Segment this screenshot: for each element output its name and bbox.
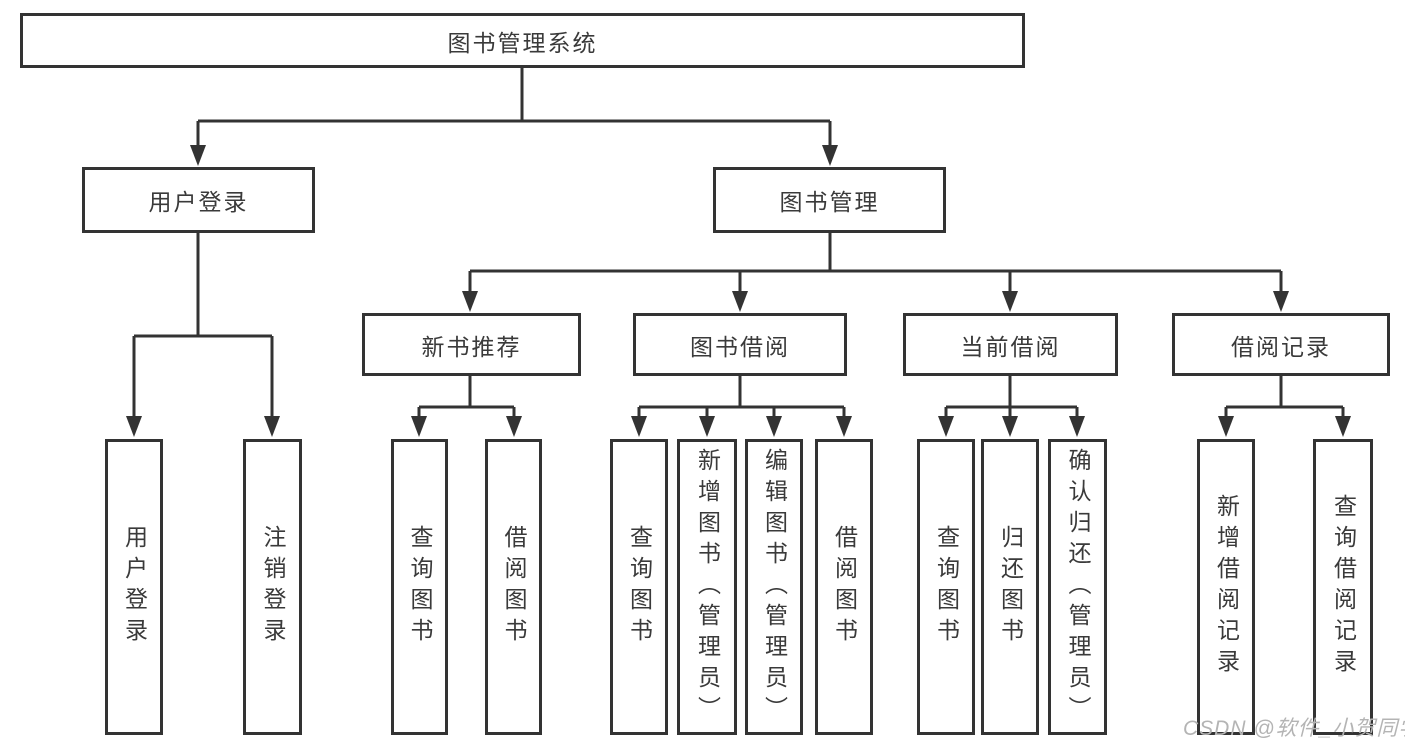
leaf-confirm-return-admin: 确认归还（管理员） [1048, 439, 1107, 735]
node-borrow-records: 借阅记录 [1172, 313, 1390, 376]
connector-root [190, 68, 838, 166]
connector-book-mgmt [462, 233, 1289, 312]
leaf-query-book-2: 查询图书 [610, 439, 668, 735]
node-user-login: 用户登录 [82, 167, 315, 233]
leaf-query-borrow-record: 查询借阅记录 [1313, 439, 1373, 735]
leaf-user-login: 用户登录 [105, 439, 163, 735]
node-root: 图书管理系统 [20, 13, 1025, 68]
node-new-book-rec: 新书推荐 [362, 313, 581, 376]
leaf-borrow-book-1: 借阅图书 [485, 439, 542, 735]
node-current-borrow: 当前借阅 [903, 313, 1118, 376]
leaf-borrow-book-2: 借阅图书 [815, 439, 873, 735]
leaf-query-book-3: 查询图书 [917, 439, 975, 735]
connector-book-borrow [631, 376, 852, 437]
connector-new-book-rec [411, 376, 522, 437]
leaf-query-book-1: 查询图书 [391, 439, 448, 735]
node-book-borrow: 图书借阅 [633, 313, 847, 376]
leaf-edit-book-admin: 编辑图书（管理员） [745, 439, 803, 735]
connector-borrow-records [1218, 376, 1351, 437]
leaf-return-book: 归还图书 [981, 439, 1039, 735]
leaf-add-book-admin: 新增图书（管理员） [677, 439, 737, 735]
leaf-logout: 注销登录 [243, 439, 302, 735]
leaf-add-borrow-record: 新增借阅记录 [1197, 439, 1255, 735]
connector-user-login [126, 233, 280, 437]
node-book-mgmt: 图书管理 [713, 167, 946, 233]
connector-current-borrow [938, 376, 1085, 437]
csdn-watermark: CSDN @软件_小贺同学 [1183, 717, 1405, 740]
